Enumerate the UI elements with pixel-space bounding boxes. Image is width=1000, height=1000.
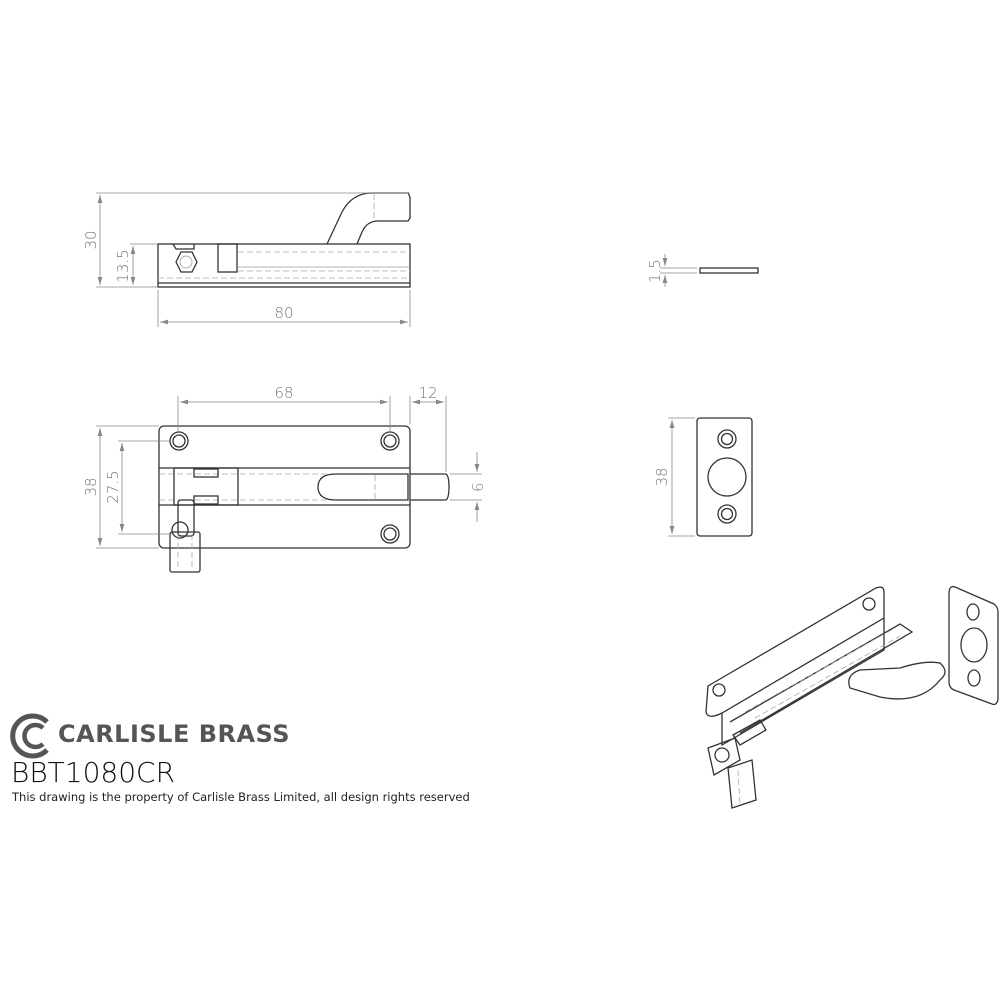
copyright-note: This drawing is the property of Carlisle…	[12, 790, 470, 804]
dim-keeper-thickness: 1.5	[646, 259, 664, 283]
dim-bolt-diameter: 9	[468, 482, 486, 492]
brand-name: CARLISLE BRASS	[58, 720, 291, 748]
carlisle-brass-logo-icon	[10, 713, 49, 759]
keeper-front-view: 38	[653, 417, 753, 537]
dim-length: 80	[274, 304, 293, 322]
dim-hole-vertical-spacing: 27.5	[104, 470, 122, 503]
keeper-side-view: 1.5	[646, 254, 759, 287]
dim-height-total: 30	[82, 230, 100, 249]
dim-hole-spacing: 68	[274, 384, 293, 402]
front-view: 68 12 38 27.5 9	[82, 384, 486, 573]
dim-bolt-projection: 12	[418, 384, 437, 402]
product-code: BBT1080CR	[11, 756, 176, 789]
dim-height-body: 13.5	[114, 249, 132, 282]
dim-keeper-height: 38	[653, 467, 671, 486]
side-view: 30 13.5 80	[82, 192, 411, 327]
dim-plate-height: 38	[82, 477, 100, 496]
isometric-view	[705, 585, 999, 809]
